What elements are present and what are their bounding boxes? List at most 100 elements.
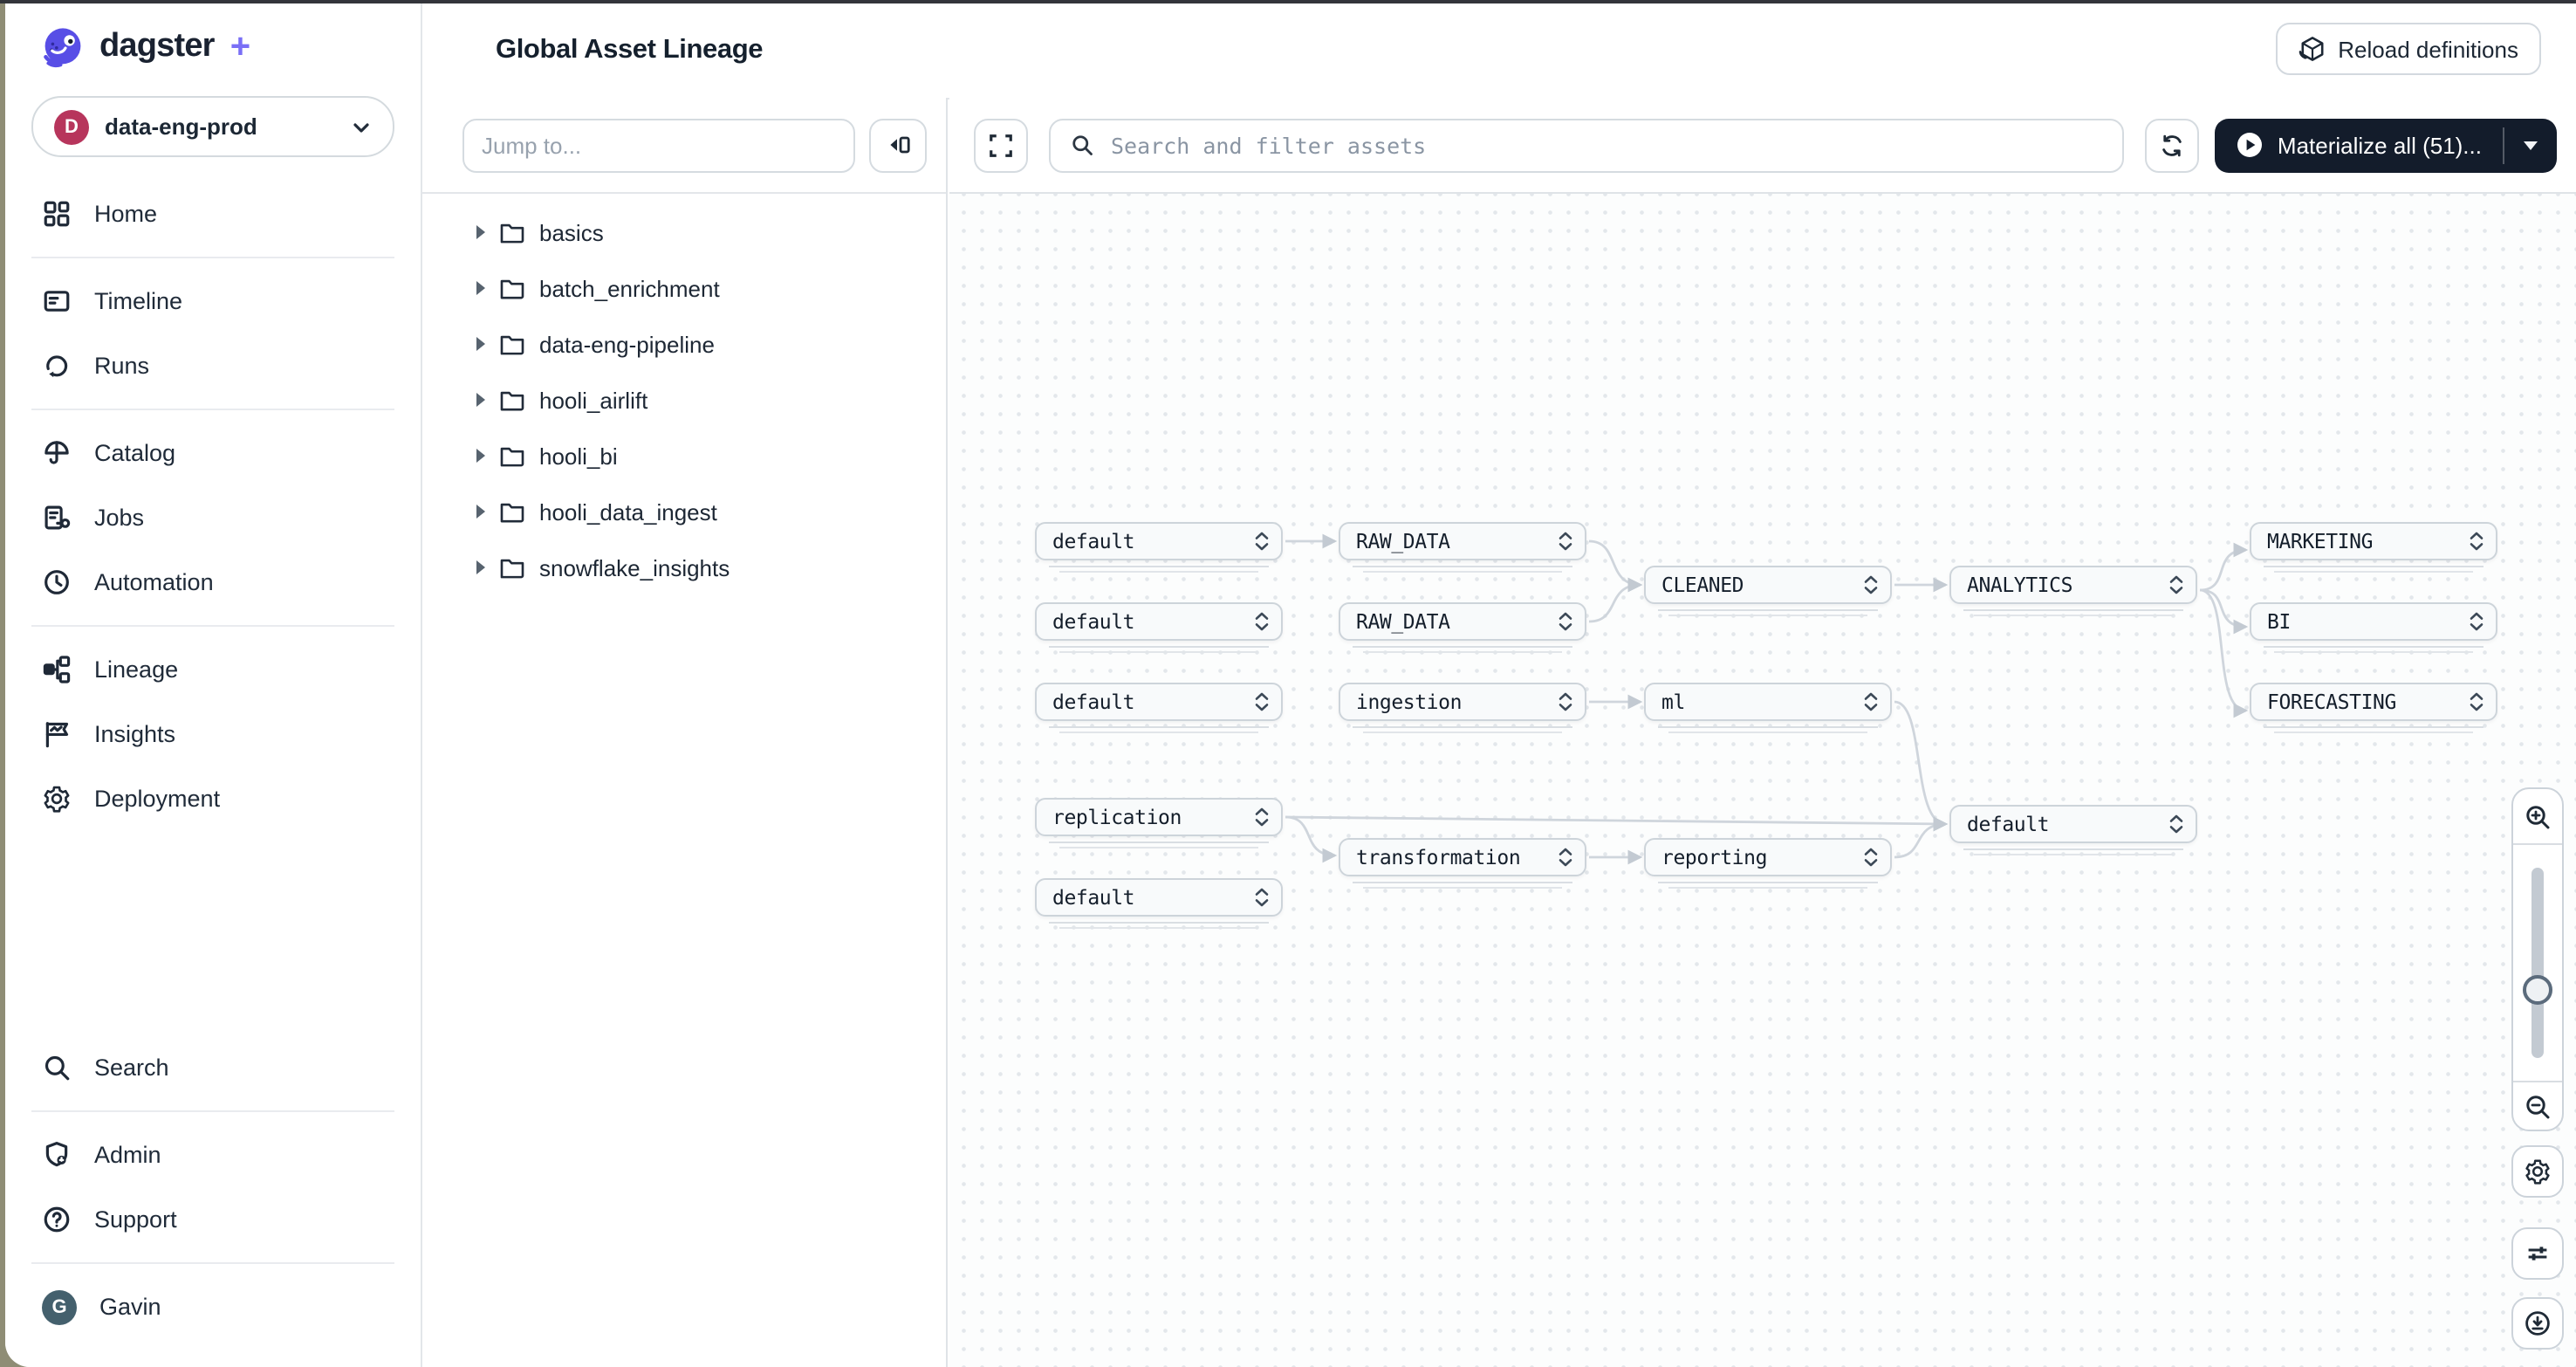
sidebar-item-automation[interactable]: Automation (5, 550, 421, 615)
folder-icon (499, 498, 525, 525)
caret-right-icon[interactable] (476, 505, 485, 519)
caret-right-icon[interactable] (476, 281, 485, 295)
sidebar-item-deployment[interactable]: Deployment (5, 766, 421, 831)
node-label: default (1052, 885, 1135, 910)
asset-search-box[interactable] (1048, 118, 2124, 172)
unfold-icon[interactable] (1864, 574, 1878, 595)
asset-group-node-cleaned[interactable]: CLEANED (1644, 566, 1892, 616)
folder-icon (499, 443, 525, 469)
unfold-icon[interactable] (1864, 847, 1878, 868)
zoom-in-button[interactable] (2513, 789, 2562, 843)
jump-to-input[interactable] (462, 118, 855, 172)
reload-cube-icon (2298, 35, 2326, 63)
sidebar-item-label: Support (94, 1206, 177, 1233)
sidebar-item-insights[interactable]: Insights (5, 702, 421, 766)
unfold-icon[interactable] (1255, 887, 1269, 908)
unfold-icon[interactable] (1559, 847, 1572, 868)
asset-group-node-default[interactable]: default (1035, 522, 1283, 573)
node-label: CLEANED (1661, 573, 1744, 597)
sidebar-item-timeline[interactable]: Timeline (5, 269, 421, 333)
zoom-to-fit-button[interactable] (973, 118, 1027, 172)
node-label: replication (1052, 805, 1182, 829)
sidebar-item-lineage[interactable]: Lineage (5, 637, 421, 702)
asset-group-node-reporting[interactable]: reporting (1644, 838, 1892, 889)
asset-group-node-default[interactable]: default (1035, 602, 1283, 653)
caret-down-icon (2524, 141, 2538, 149)
tree-item-hooli_bi[interactable]: hooli_bi (422, 428, 946, 484)
asset-group-node-transformation[interactable]: transformation (1339, 838, 1586, 889)
sidebar-item-catalog[interactable]: Catalog (5, 421, 421, 485)
sidebar-item-label: Timeline (94, 288, 183, 314)
asset-group-node-bi[interactable]: BI (2250, 602, 2497, 653)
unfold-icon[interactable] (2169, 814, 2183, 835)
node-label: ml (1661, 690, 1685, 714)
materialize-all-button[interactable]: Materialize all (51)... (2215, 118, 2503, 172)
materialize-options-button[interactable] (2504, 118, 2557, 172)
asset-group-node-ingestion[interactable]: ingestion (1339, 683, 1586, 733)
tree-item-snowflake_insights[interactable]: snowflake_insights (422, 539, 946, 595)
zoom-out-button[interactable] (2513, 1082, 2562, 1130)
unfold-icon[interactable] (2470, 611, 2484, 632)
caret-right-icon[interactable] (476, 393, 485, 407)
asset-group-node-analytics[interactable]: ANALYTICS (1949, 566, 2197, 616)
refresh-button[interactable] (2144, 118, 2199, 172)
user-name: Gavin (99, 1294, 161, 1320)
tree-item-data-eng-pipeline[interactable]: data-eng-pipeline (422, 316, 946, 372)
caret-right-icon[interactable] (476, 560, 485, 574)
tree-item-batch_enrichment[interactable]: batch_enrichment (422, 260, 946, 316)
search-icon (42, 1053, 72, 1082)
reload-definitions-button[interactable]: Reload definitions (2275, 23, 2541, 75)
asset-group-node-raw_data[interactable]: RAW_DATA (1339, 602, 1586, 653)
graph-settings-button[interactable] (2511, 1145, 2564, 1198)
collapse-panel-button[interactable] (869, 118, 927, 172)
unfold-icon[interactable] (1559, 611, 1572, 632)
asset-group-node-default[interactable]: default (1035, 878, 1283, 929)
unfold-icon[interactable] (2470, 691, 2484, 712)
tree-item-hooli_data_ingest[interactable]: hooli_data_ingest (422, 484, 946, 539)
caret-right-icon[interactable] (476, 337, 485, 351)
asset-group-node-default[interactable]: default (1949, 805, 2197, 855)
sidebar-item-admin[interactable]: Admin (5, 1123, 421, 1187)
asset-group-node-forecasting[interactable]: FORECASTING (2250, 683, 2497, 733)
tree-item-hooli_airlift[interactable]: hooli_airlift (422, 372, 946, 428)
unfold-icon[interactable] (1255, 807, 1269, 828)
unfold-icon[interactable] (1559, 691, 1572, 712)
user-menu[interactable]: G Gavin (5, 1274, 421, 1339)
tree-item-label: data-eng-pipeline (539, 331, 715, 357)
caret-right-icon[interactable] (476, 449, 485, 463)
node-label: RAW_DATA (1356, 529, 1450, 553)
node-label: default (1967, 812, 2050, 836)
caret-right-icon[interactable] (476, 225, 485, 239)
unfold-icon[interactable] (1559, 531, 1572, 552)
unfold-icon[interactable] (2169, 574, 2183, 595)
sidebar-item-support[interactable]: Support (5, 1187, 421, 1252)
asset-group-node-marketing[interactable]: MARKETING (2250, 522, 2497, 573)
asset-group-node-ml[interactable]: ml (1644, 683, 1892, 733)
page-header: Global Asset Lineage Reload definitions (422, 2, 2576, 100)
download-button[interactable] (2511, 1297, 2564, 1350)
folder-icon (499, 554, 525, 580)
asset-group-node-default[interactable]: default (1035, 683, 1283, 733)
sidebar-item-home[interactable]: Home (5, 182, 421, 246)
sidebar-item-search[interactable]: Search (5, 1035, 421, 1100)
unfold-icon[interactable] (1255, 611, 1269, 632)
zoom-slider[interactable] (2513, 845, 2562, 1081)
node-label: ingestion (1356, 690, 1463, 714)
deployment-switcher[interactable]: D data-eng-prod (31, 96, 394, 157)
asset-group-node-raw_data[interactable]: RAW_DATA (1339, 522, 1586, 573)
zoom-slider-handle[interactable] (2523, 974, 2552, 1005)
zoom-slider-track[interactable] (2531, 868, 2544, 1058)
unfold-icon[interactable] (2470, 531, 2484, 552)
unfold-icon[interactable] (1255, 531, 1269, 552)
sidebar-item-jobs[interactable]: Jobs (5, 485, 421, 550)
unfold-icon[interactable] (1864, 691, 1878, 712)
tree-item-label: hooli_airlift (539, 387, 648, 413)
filter-settings-button[interactable] (2511, 1227, 2564, 1280)
materialize-all-split-button: Materialize all (51)... (2214, 118, 2557, 172)
asset-group-node-replication[interactable]: replication (1035, 798, 1283, 848)
tree-item-basics[interactable]: basics (422, 204, 946, 260)
sidebar-item-runs[interactable]: Runs (5, 333, 421, 398)
unfold-icon[interactable] (1255, 691, 1269, 712)
asset-search-input[interactable] (1107, 130, 2103, 160)
